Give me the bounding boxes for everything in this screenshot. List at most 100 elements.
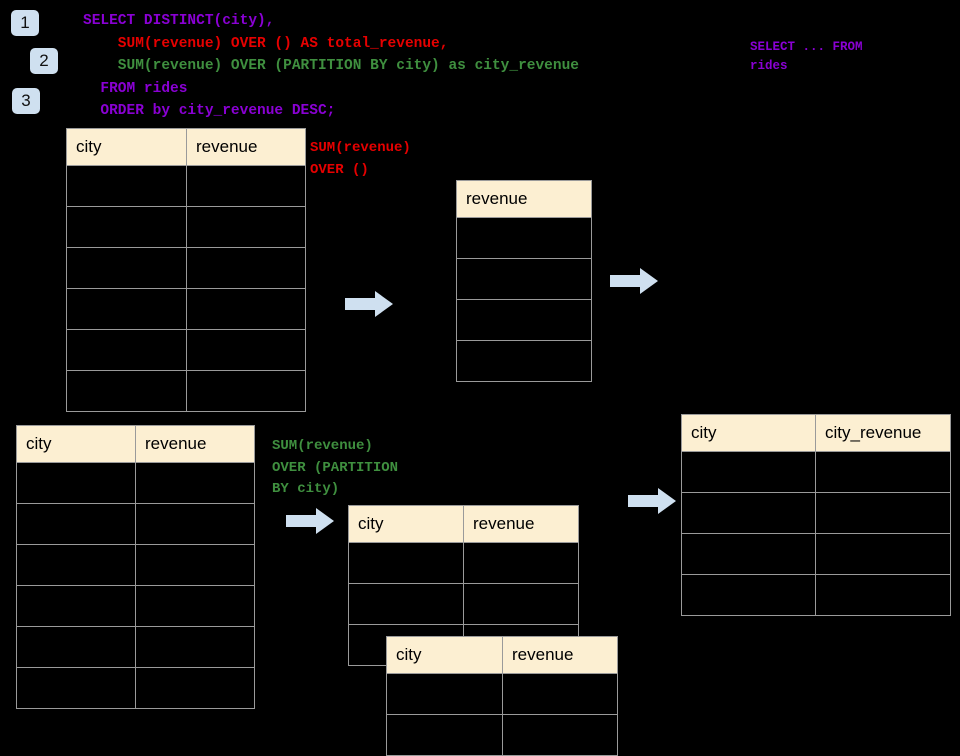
step-badge-1: 1 (11, 10, 39, 36)
table-revenue-total: revenue (456, 180, 592, 382)
table-row (456, 258, 592, 300)
table-row (456, 299, 592, 341)
sql-line-city-revenue: SUM(revenue) OVER (PARTITION BY city) as… (83, 58, 579, 74)
cell-revenue (502, 673, 618, 715)
sql-line-from: FROM rides (83, 81, 188, 97)
table-row (348, 583, 579, 625)
table-result: city city_revenue (681, 414, 951, 616)
cell-revenue (463, 542, 579, 584)
cell-city (16, 462, 136, 504)
step-badge-3-label: 3 (21, 91, 31, 110)
cell-city (66, 329, 187, 371)
step-badge-3: 3 (12, 88, 40, 114)
cell-city-revenue (815, 451, 951, 493)
arrow-source-to-partition-icon (286, 508, 334, 534)
cell-city (66, 165, 187, 207)
column-header-city: city (386, 636, 503, 674)
cell-revenue (135, 462, 255, 504)
cell-revenue (186, 206, 306, 248)
column-header-revenue: revenue (135, 425, 255, 463)
table-row (456, 217, 592, 259)
column-header-revenue: revenue (502, 636, 618, 674)
cell-city (16, 503, 136, 545)
table-row (348, 542, 579, 584)
cell-city (348, 583, 464, 625)
table-header-row: city revenue (16, 425, 255, 463)
cell-city (348, 542, 464, 584)
table-row (66, 247, 306, 289)
table-row (386, 714, 618, 756)
table-row (66, 288, 306, 330)
cell-city (16, 626, 136, 668)
table-header-row: city revenue (66, 128, 306, 166)
table-row (66, 206, 306, 248)
table-row (16, 544, 255, 586)
annotation-sum-over-empty: SUM(revenue) OVER () (310, 140, 411, 178)
cell-city (681, 533, 816, 575)
cell-city (681, 574, 816, 616)
sql-line-select: SELECT DISTINCT(city), (83, 13, 275, 29)
step-badge-2-label: 2 (39, 51, 49, 70)
cell-revenue (502, 714, 618, 756)
table-row (16, 503, 255, 545)
table-source-bottom: city revenue (16, 425, 255, 709)
cell-revenue (135, 585, 255, 627)
arrow-partition-to-result-icon (628, 488, 676, 514)
cell-revenue (186, 165, 306, 207)
table-partition-back: city revenue (348, 505, 579, 666)
cell-revenue (456, 299, 592, 341)
cell-city-revenue (815, 492, 951, 534)
cell-revenue (186, 370, 306, 412)
cell-revenue (456, 340, 592, 382)
column-header-revenue: revenue (456, 180, 592, 218)
table-row (16, 626, 255, 668)
cell-city (386, 714, 503, 756)
table-row (386, 673, 618, 715)
table-row (456, 340, 592, 382)
annotation-sum-over-partition: SUM(revenue) OVER (PARTITION BY city) (272, 438, 399, 497)
column-header-city-revenue: city_revenue (815, 414, 951, 452)
cell-city (386, 673, 503, 715)
arrow-revenue-to-result-icon (610, 268, 658, 294)
table-row (681, 492, 951, 534)
table-header-row: city revenue (386, 636, 618, 674)
sql-line-total-revenue: SUM(revenue) OVER () AS total_revenue, (83, 36, 449, 52)
step-badge-1-label: 1 (20, 13, 30, 32)
column-header-revenue: revenue (186, 128, 306, 166)
table-header-row: revenue (456, 180, 592, 218)
table-row (66, 329, 306, 371)
table-row (16, 462, 255, 504)
table-header-row: city revenue (348, 505, 579, 543)
cell-city-revenue (815, 533, 951, 575)
cell-revenue (186, 329, 306, 371)
cell-revenue (186, 247, 306, 289)
cell-revenue (456, 258, 592, 300)
cell-city-revenue (815, 574, 951, 616)
cell-city (16, 667, 136, 709)
table-row (681, 574, 951, 616)
sql-line-order-by: ORDER by city_revenue DESC; (83, 103, 336, 119)
table-header-row: city city_revenue (681, 414, 951, 452)
step-badge-2: 2 (30, 48, 58, 74)
cell-revenue (135, 626, 255, 668)
table-row (16, 585, 255, 627)
column-header-city: city (681, 414, 816, 452)
cell-revenue (135, 503, 255, 545)
column-header-city: city (66, 128, 187, 166)
cell-city (66, 206, 187, 248)
cell-city (681, 492, 816, 534)
cell-city (66, 247, 187, 289)
cell-revenue (135, 667, 255, 709)
annotation-select-from-rides: SELECT ... FROM rides (750, 40, 863, 73)
cell-city (16, 585, 136, 627)
cell-revenue (456, 217, 592, 259)
cell-city (681, 451, 816, 493)
diagram-canvas: 1 2 3 SELECT DISTINCT(city), SUM(revenue… (11, 10, 951, 756)
table-row (681, 533, 951, 575)
cell-revenue (135, 544, 255, 586)
cell-revenue (463, 583, 579, 625)
cell-city (66, 288, 187, 330)
table-row (681, 451, 951, 493)
table-row (66, 165, 306, 207)
table-source-top: city revenue (66, 128, 306, 412)
